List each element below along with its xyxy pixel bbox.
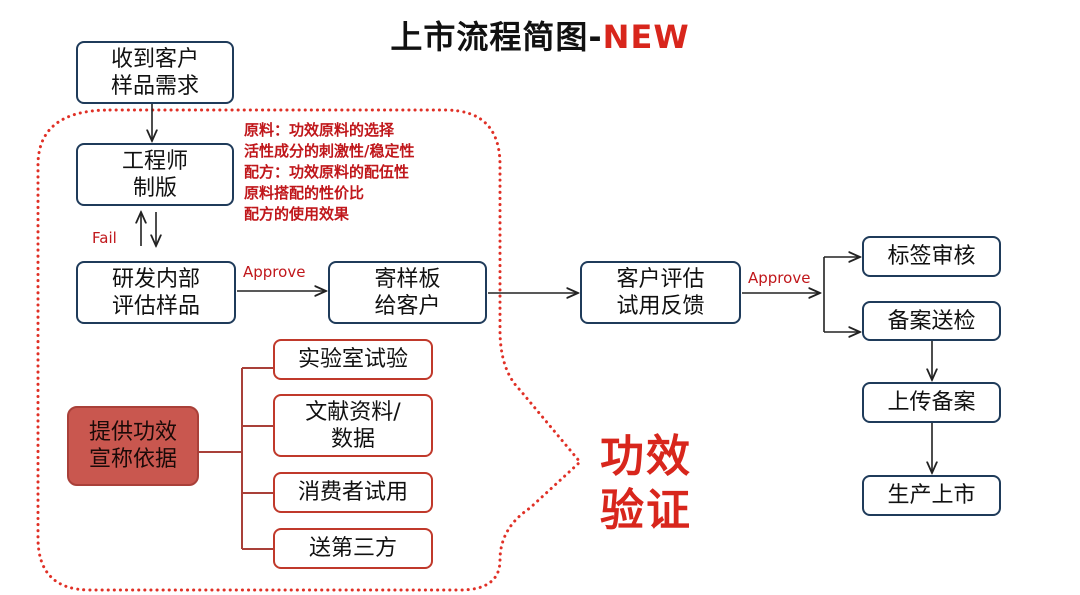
node-label: 备案送检 [887,308,976,334]
title-main: 上市流程简图- [390,18,603,56]
efficacy-line-2: 验证 [600,485,692,536]
approve-label-2: Approve [748,269,811,287]
node-label: 上传备案 [887,390,976,415]
node-label: 研发内部 评估样品 [111,266,200,319]
title-accent: NEW [602,18,690,56]
node-upload-filing: 上传备案 [862,382,1001,423]
node-engineer-sample: 工程师 制版 [76,143,234,206]
node-label: 送第三方 [308,536,397,561]
note-line: 配方：功效原料的配伍性 [244,163,410,181]
node-label: 寄样板 给客户 [374,266,441,319]
fail-label: Fail [92,229,117,247]
node-consumer-trial: 消费者试用 [273,472,433,513]
node-receive-request: 收到客户 样品需求 [76,41,234,104]
efficacy-verification-label: 功效 验证 [600,430,692,538]
node-efficacy-claim: 提供功效 宣称依据 [67,406,199,486]
node-label: 提供功效 宣称依据 [88,420,177,472]
efficacy-dotted-outline [36,108,583,592]
node-label: 消费者试用 [297,480,408,505]
node-literature-data: 文献资料/ 数据 [273,394,433,457]
node-lab-test: 实验室试验 [273,339,433,380]
efficacy-line-1: 功效 [600,431,692,482]
note-line: 原料：功效原料的选择 [244,121,395,139]
page-title: 上市流程简图-NEW [0,12,1080,58]
node-label: 工程师 制版 [121,148,188,201]
note-line: 配方的使用效果 [244,205,350,223]
approve-label-1: Approve [243,263,306,281]
formulation-notes: 原料：功效原料的选择 活性成分的刺激性/稳定性 配方：功效原料的配伍性 原料搭配… [244,120,514,225]
node-filing-inspection: 备案送检 [862,301,1001,341]
note-line: 原料搭配的性价比 [244,184,365,202]
node-client-feedback: 客户评估 试用反馈 [580,261,741,324]
node-production-launch: 生产上市 [862,475,1001,516]
node-third-party: 送第三方 [273,528,433,569]
node-send-sample: 寄样板 给客户 [328,261,487,324]
node-label: 实验室试验 [297,347,408,372]
node-label: 收到客户 样品需求 [110,46,199,99]
node-label: 客户评估 试用反馈 [616,266,705,319]
node-label: 生产上市 [887,483,976,508]
node-rd-evaluation: 研发内部 评估样品 [76,261,236,324]
node-label: 文献资料/ 数据 [305,399,401,452]
node-label-review: 标签审核 [862,236,1001,277]
node-label: 标签审核 [887,244,976,269]
note-line: 活性成分的刺激性/稳定性 [244,142,415,160]
